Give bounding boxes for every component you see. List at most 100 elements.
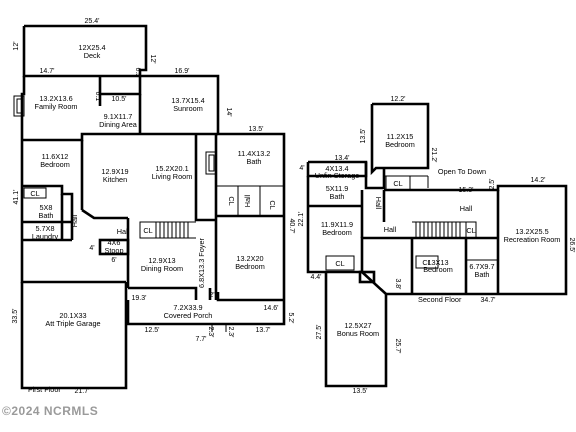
unfin-storage-size: 4X13.4: [325, 164, 348, 173]
dim-2f-8: 22.1': [298, 212, 305, 227]
dim-2f-13: 27.5': [316, 325, 323, 340]
dim-1f-15: 14.6': [264, 305, 279, 312]
dining-area-size: 9.1X11.7: [104, 112, 133, 121]
kitchen-size: 12.9X19: [101, 167, 128, 176]
bedroom-center-2f-name: Bedroom: [423, 265, 453, 274]
bath-right-name: Bath: [246, 157, 261, 166]
bedroom-right-size: 13.2X20: [236, 254, 263, 263]
first-floor-room-labels: 12X25.4 Deck 13.2X13.6 Family Room 9.1X1…: [28, 43, 277, 394]
bath-center-2f-size: 6.7X9.7: [469, 262, 494, 271]
hall-label-2f-b: Hall: [460, 204, 473, 213]
bedroom-right-name: Bedroom: [235, 262, 265, 271]
dim-2f-6: 2.5': [489, 178, 496, 189]
copyright-watermark: ©2024 NCRMLS: [2, 404, 99, 418]
dim-1f-8: 14': [225, 107, 232, 116]
dim-1f-3: 6.5': [134, 67, 141, 78]
hall-label-1f-c: Hall: [243, 194, 252, 207]
dim-1f-4: 14.7': [40, 68, 55, 75]
first-floor-label: First Floor: [28, 385, 61, 394]
dim-1f-13: 4': [89, 245, 94, 252]
deck-name: Deck: [84, 51, 101, 60]
sunroom-size: 13.7X15.4: [171, 96, 204, 105]
dim-2f-0: 12.2': [391, 96, 406, 103]
open-to-down-label: Open To Down: [438, 167, 486, 176]
dim-1f-5: 16.9': [175, 68, 190, 75]
living-room-name: Living Room: [152, 172, 193, 181]
stairs-second-floor: [412, 221, 476, 239]
first-floor-dimensions: 25.4' 12' 12' 6.5' 14.7' 16.9' 6.1' 10.5…: [12, 18, 295, 395]
dim-2f-5: 15.3': [459, 187, 474, 194]
closet-label-2f-b: CL: [335, 259, 344, 268]
closet-label-1f-b: CL: [143, 226, 152, 235]
hall-label-1f-b: Hall: [117, 227, 130, 236]
dim-1f-12: 6': [111, 257, 116, 264]
living-room-size: 15.2X20.1: [155, 164, 188, 173]
dim-1f-18: 2.3': [207, 326, 214, 337]
dim-1f-20: 7.7': [195, 336, 206, 343]
bath-small-size: 5X8: [40, 203, 53, 212]
dim-1f-16: 5.2': [287, 312, 294, 323]
foyer-label: 6.8X13.3 Foyer: [197, 237, 206, 287]
first-floor-plan: [13, 24, 286, 390]
hall-label-2f-c: Hall: [374, 197, 383, 210]
laundry-name: Laundry: [32, 232, 59, 241]
dim-2f-12: 34.7': [481, 297, 496, 304]
covered-porch-size: 7.2X33.9: [173, 303, 202, 312]
second-floor-dimensions: 12.2' 13.5' 21.2' 13.4' 4' 15.3' 2.5' 14…: [298, 96, 575, 395]
first-floor-outline-top-right: [98, 74, 286, 300]
dim-1f-19: 2.3': [227, 326, 234, 337]
dim-1f-14: 19.3': [132, 295, 147, 302]
bedroom-left-2f-name: Bedroom: [322, 228, 352, 237]
hall-label-2f-a: Hall: [384, 225, 397, 234]
closet-label-1f-c: CL: [227, 196, 236, 205]
bath-small-name: Bath: [38, 211, 53, 220]
fireplace-icon-living: [205, 151, 217, 175]
dim-2f-10: 4.4': [310, 274, 321, 281]
dining-room-name: Dining Room: [141, 264, 183, 273]
dining-area-name: Dining Area: [99, 120, 138, 129]
bonus-room-name: Bonus Room: [337, 329, 379, 338]
dim-2f-9: 26.5': [568, 238, 575, 253]
bedroom-top-size: 11.2X15: [387, 132, 414, 141]
second-floor-room-labels: 11.2X15 Bedroom 4X13.4 Unfin Storage 5X1…: [315, 132, 561, 338]
kitchen-name: Kitchen: [103, 175, 127, 184]
closet-label-2f-a: CL: [393, 179, 402, 188]
laundry-size: 5.7X8: [35, 224, 54, 233]
dim-2f-7: 14.2': [531, 177, 546, 184]
dim-2f-14: 25.7': [394, 339, 401, 354]
second-floor-plan: [306, 102, 568, 388]
sunroom-name: Sunroom: [173, 104, 203, 113]
family-room-size: 13.2X13.6: [39, 94, 72, 103]
dim-1f-21: 13.7': [256, 327, 271, 334]
dim-1f-17: 12.5': [145, 327, 160, 334]
bedroom-center-2f-size: 13X13: [427, 258, 448, 267]
bath-right-size: 11.4X13.2: [238, 149, 271, 158]
dim-1f-6: 6.1': [94, 91, 101, 102]
deck-size: 12X25.4: [78, 43, 105, 52]
closet-label-1f-a: CL: [30, 189, 39, 198]
family-room-name: Family Room: [35, 102, 78, 111]
first-floor-outline-bottom: [216, 292, 284, 302]
recreation-room-size: 13.2X25.5: [515, 227, 548, 236]
bonus-room-size: 12.5X27: [344, 321, 371, 330]
dim-1f-23: 21.7': [75, 388, 90, 395]
bedroom-left-name: Bedroom: [40, 160, 70, 169]
dim-1f-9: 13.5': [249, 126, 264, 133]
second-floor-label: Second Floor: [418, 295, 462, 304]
dim-2f-15: 13.5': [353, 388, 368, 395]
dim-1f-22: 33.5': [12, 309, 19, 324]
bath-2f-size: 5X11.9: [326, 184, 349, 193]
hall-label-1f: Hall: [70, 214, 79, 227]
bedroom-top-outline: [370, 102, 430, 176]
closet-label-2f-d: CL: [466, 226, 475, 235]
dim-1f-2: 12': [149, 54, 156, 63]
garage-size: 20.1X33: [59, 311, 86, 320]
first-floor-outline-left: [20, 76, 89, 284]
closet-label-2f-c: CL: [422, 258, 431, 267]
closet-label-1f-d: CL: [268, 200, 277, 209]
dim-2f-2: 21.2': [430, 148, 437, 163]
dim-1f-10: 41.1': [13, 190, 20, 205]
dim-1f-1: 12': [13, 41, 20, 50]
stoop-size: 4X6: [108, 238, 121, 247]
